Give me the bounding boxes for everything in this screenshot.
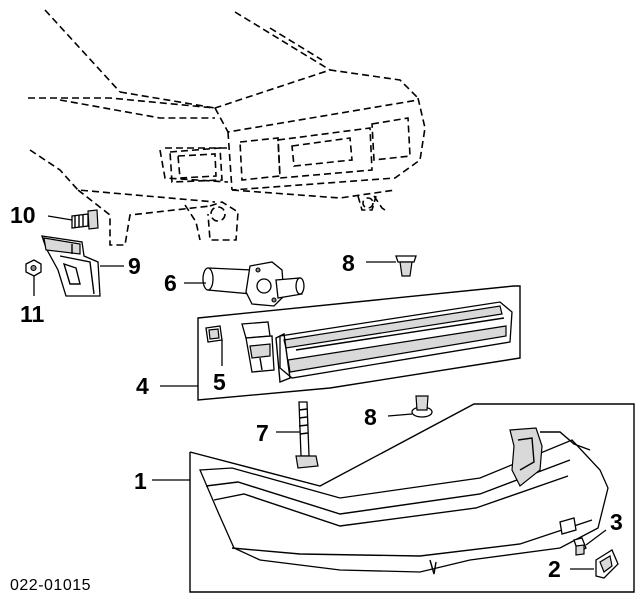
part-8-retainer-upper [395,255,417,277]
callout-4: 4 [136,373,149,399]
part-8-retainer-lower [411,395,433,418]
callout-3: 3 [610,509,623,535]
callout-5: 5 [213,369,226,395]
diagram-code: 022-01015 [10,577,91,594]
callout-8-upper: 8 [342,250,355,276]
callout-1: 1 [134,468,147,494]
part-4-bumper-reinforcement [275,301,513,383]
callout-10: 10 [10,202,36,228]
part-9-bracket [41,235,101,297]
part-10-bolt [71,209,99,230]
part-1-bumper-cover [199,427,609,575]
leader-10 [47,215,73,221]
callout-8-lower: 8 [364,404,377,430]
vehicle-rear-outline [28,9,426,246]
leader-8-lower [387,413,413,417]
part-6-energy-absorber [202,261,305,307]
callout-7: 7 [256,420,269,446]
part-11-nut [25,259,42,277]
group-1-frame [189,403,635,593]
callout-6: 6 [164,270,177,296]
part-2-reflector [595,549,619,579]
callout-2: 2 [548,556,561,582]
part-7-stud [295,401,319,469]
part-3-clip [573,537,587,556]
group-4-frame [197,285,521,401]
part-5-clips [205,321,275,373]
leader-3 [585,529,607,546]
callout-9: 9 [128,253,141,279]
callout-11: 11 [20,301,45,327]
